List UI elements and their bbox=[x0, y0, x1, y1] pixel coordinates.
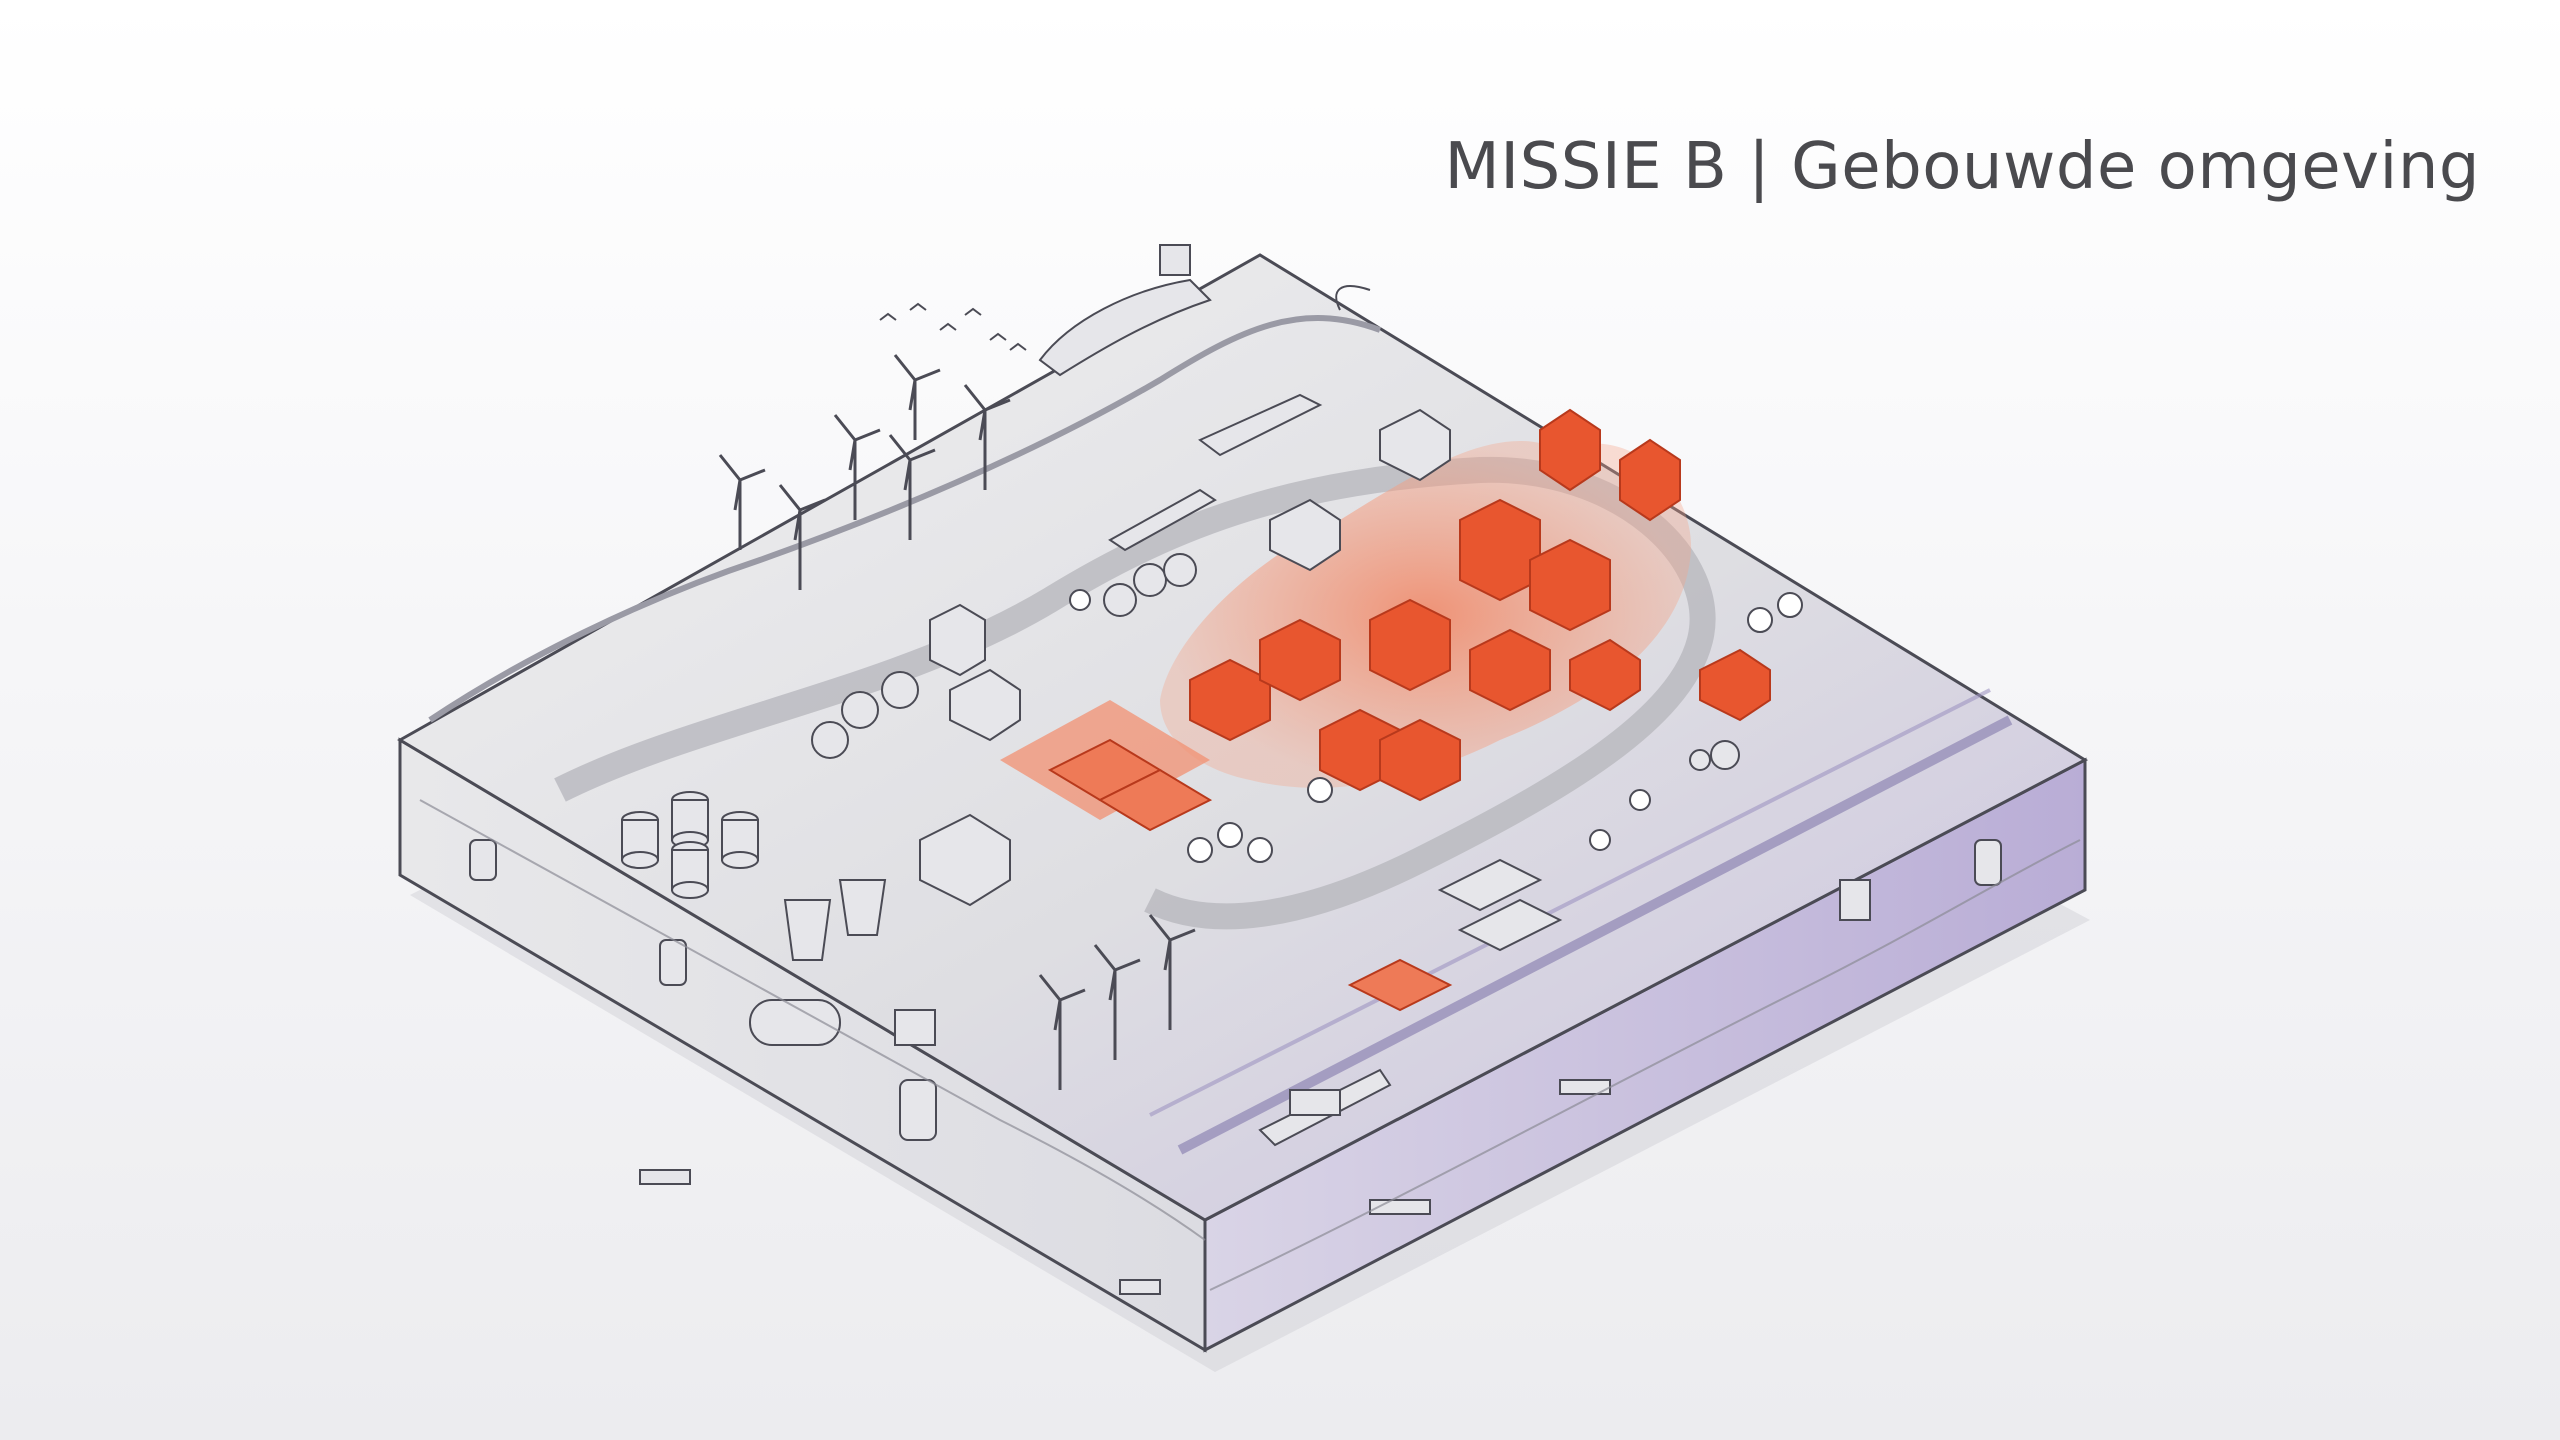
house-icon bbox=[1619, 438, 1681, 522]
tank-cylinder bbox=[749, 999, 841, 1046]
storage-tank-icon bbox=[621, 791, 759, 899]
slide-title: MISSIE B | Gebouwde omgeving bbox=[1444, 130, 2480, 204]
soil-strata bbox=[419, 799, 2081, 1291]
pipeline-icon bbox=[639, 285, 1871, 1295]
canal-right bbox=[1177, 715, 2013, 1155]
solar-panel-icon bbox=[1047, 738, 1453, 1012]
house-icon bbox=[1259, 618, 1341, 702]
tank-cylinder bbox=[899, 1079, 937, 1141]
train-icon bbox=[1108, 393, 1323, 552]
wind-turbine-icon bbox=[963, 384, 1011, 490]
house-icon bbox=[1369, 598, 1451, 692]
wind-turbine-icon bbox=[1148, 914, 1196, 1030]
coastline bbox=[428, 315, 1382, 723]
tank-cylinder bbox=[1974, 839, 2002, 886]
factory-icon bbox=[919, 408, 1451, 907]
orange-buildings bbox=[1189, 408, 1771, 802]
house-icon bbox=[1469, 628, 1551, 712]
wind-turbine-icon bbox=[1093, 944, 1141, 1060]
house-icon bbox=[1459, 498, 1541, 602]
house-icon bbox=[1529, 538, 1611, 632]
birds-icon bbox=[879, 302, 1027, 351]
tank-cylinder bbox=[659, 939, 687, 986]
house-icon bbox=[1539, 408, 1601, 492]
storage-tank-icon bbox=[811, 553, 1197, 759]
house-icon bbox=[1379, 718, 1461, 802]
wind-turbine-icon bbox=[888, 434, 936, 540]
tank-cylinder bbox=[894, 1009, 936, 1046]
tank-cylinder bbox=[469, 839, 497, 881]
wind-turbine-icon bbox=[1038, 974, 1086, 1090]
house-icon bbox=[1189, 658, 1271, 742]
greenhouse-icon bbox=[1437, 858, 1563, 952]
canal-right-2 bbox=[1149, 688, 1991, 1117]
trees bbox=[1069, 589, 1803, 863]
tractor-icon bbox=[1689, 740, 1740, 771]
wind-turbine-icon bbox=[718, 454, 766, 550]
ship-icon bbox=[1258, 1068, 1392, 1147]
wind-turbines bbox=[718, 354, 1196, 1090]
house-icon bbox=[1699, 648, 1771, 722]
house-icon bbox=[1569, 638, 1641, 712]
wind-turbine-icon bbox=[778, 484, 826, 590]
wind-turbine-icon bbox=[833, 414, 881, 520]
ship-icon bbox=[1038, 244, 1212, 377]
cooling-tower-icon bbox=[783, 879, 887, 961]
wind-turbine-icon bbox=[893, 354, 941, 440]
industrial-buildings bbox=[469, 244, 2002, 1295]
